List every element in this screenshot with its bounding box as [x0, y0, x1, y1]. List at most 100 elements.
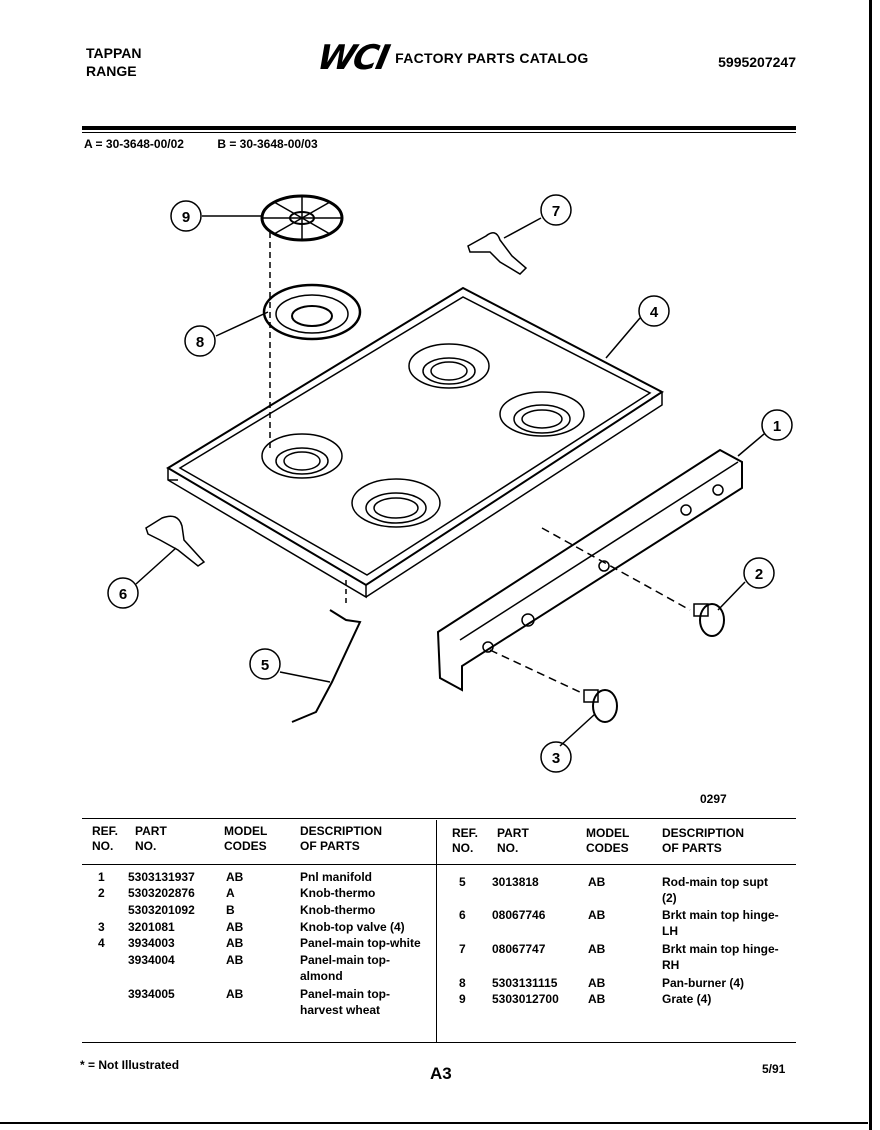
- brand-line-2: RANGE: [86, 63, 137, 79]
- callout-2-label: 2: [755, 566, 763, 583]
- left-row-7-code: AB: [226, 987, 244, 1001]
- hinge-bracket-rh: [467, 232, 528, 275]
- knob-thermo: [541, 527, 725, 637]
- right-row-2-desc-cont: LH: [662, 924, 678, 938]
- right-row-5-ref: 9: [459, 992, 466, 1006]
- left-row-3-part: 5303201092: [128, 903, 195, 917]
- table-top-rule: [82, 818, 796, 819]
- header-rule-thick: [82, 126, 796, 130]
- left-row-6-desc-cont: almond: [300, 969, 343, 983]
- right-row-1-desc: Rod-main top supt: [662, 875, 768, 889]
- left-row-2-desc: Knob-thermo: [300, 886, 376, 900]
- header-ref-no-left: REF.NO.: [92, 824, 119, 853]
- left-row-7-desc: Panel-main top-: [300, 987, 391, 1001]
- right-row-2-desc: Brkt main top hinge-: [662, 908, 779, 922]
- right-row-1-part: 3013818: [492, 875, 539, 889]
- left-row-1-ref: 1: [98, 870, 105, 884]
- page-border-right: [869, 0, 872, 1130]
- callout-4-label: 4: [650, 304, 659, 321]
- right-row-5-code: AB: [588, 992, 606, 1006]
- callout-7-label: 7: [552, 203, 560, 220]
- right-row-5-desc: Grate (4): [662, 992, 712, 1006]
- leader-lines: [135, 215, 765, 747]
- right-row-5-part: 5303012700: [492, 992, 559, 1006]
- right-row-4-desc: Pan-burner (4): [662, 976, 745, 990]
- right-row-4-ref: 8: [459, 976, 466, 990]
- right-row-2-ref: 6: [459, 908, 466, 922]
- diagram-code: 0297: [700, 792, 727, 806]
- burner-opening-back-right: [408, 343, 490, 389]
- right-row-3-desc: Brkt main top hinge-: [662, 942, 779, 956]
- page-number: A3: [430, 1064, 452, 1083]
- left-row-4-desc: Knob-top valve (4): [300, 920, 405, 934]
- table-bottom-rule: [82, 1042, 796, 1043]
- left-row-5-code: AB: [226, 936, 244, 950]
- left-row-4-code: AB: [226, 920, 244, 934]
- left-row-2-ref: 2: [98, 886, 105, 900]
- left-row-7-desc-cont: harvest wheat: [300, 1003, 381, 1017]
- left-row-5-desc: Panel-main top-white: [300, 936, 421, 950]
- callout-7: 7: [540, 194, 572, 226]
- right-row-2-code: AB: [588, 908, 606, 922]
- left-row-6-desc: Panel-main top-: [300, 953, 391, 967]
- callout-1-label: 1: [773, 418, 781, 435]
- main-top-panel: [166, 286, 664, 599]
- header-ref-no-right: REF.NO.: [452, 826, 479, 855]
- right-row-3-code: AB: [588, 942, 606, 956]
- callout-9-label: 9: [182, 209, 190, 226]
- callout-8: 8: [184, 325, 216, 357]
- callout-8-label: 8: [196, 334, 204, 351]
- header-rule-thin: [82, 132, 796, 133]
- knob-top-valve: [489, 649, 618, 723]
- catalog-number: 5995207247: [718, 54, 796, 70]
- table-divider: [436, 820, 437, 1042]
- callout-3-label: 3: [552, 750, 560, 767]
- callout-6-label: 6: [119, 586, 127, 603]
- callout-3: 3: [540, 741, 572, 773]
- burner-opening-front-left: [351, 478, 441, 528]
- left-row-7-part: 3934005: [128, 987, 175, 1001]
- left-row-5-ref: 4: [98, 936, 105, 950]
- left-row-2-part: 5303202876: [128, 886, 195, 900]
- left-row-1-code: AB: [226, 870, 244, 884]
- callout-1: 1: [761, 409, 793, 441]
- left-row-3-desc: Knob-thermo: [300, 903, 376, 917]
- left-row-4-part: 3201081: [128, 920, 175, 934]
- callout-4: 4: [638, 295, 670, 327]
- left-row-2-code: A: [226, 886, 235, 900]
- right-row-4-part: 5303131115: [492, 976, 558, 990]
- left-row-6-part: 3934004: [128, 953, 175, 967]
- callout-9: 9: [170, 200, 202, 232]
- catalog-title: FACTORY PARTS CATALOG: [395, 50, 589, 66]
- not-illustrated-note: * = Not Illustrated: [80, 1058, 180, 1072]
- grate: [260, 194, 344, 242]
- model-b: B = 30-3648-00/03: [217, 137, 318, 151]
- brand-block: TAPPAN RANGE: [86, 44, 141, 80]
- right-row-2-part: 08067746: [492, 908, 546, 922]
- left-row-3-code: B: [226, 903, 235, 917]
- left-row-5-part: 3934003: [128, 936, 175, 950]
- manifold-panel: [436, 448, 743, 692]
- right-row-4-code: AB: [588, 976, 606, 990]
- hinge-bracket-lh: [145, 515, 206, 567]
- callout-6: 6: [107, 577, 139, 609]
- callout-5: 5: [249, 648, 281, 680]
- right-row-1-desc-cont: (2): [662, 891, 677, 905]
- callout-2: 2: [743, 557, 775, 589]
- right-row-3-part: 08067747: [492, 942, 546, 956]
- revision-date: 5/91: [762, 1062, 786, 1076]
- left-row-1-desc: Pnl manifold: [300, 870, 372, 884]
- callout-5-label: 5: [261, 657, 269, 674]
- page-border-bottom: [0, 1122, 868, 1124]
- burner-pan: [262, 283, 362, 341]
- model-a: A = 30-3648-00/02: [84, 137, 184, 151]
- left-row-1-part: 5303131937: [128, 870, 195, 884]
- brand-line-1: TAPPAN: [86, 45, 142, 61]
- right-row-3-ref: 7: [459, 942, 466, 956]
- left-row-4-ref: 3: [98, 920, 105, 934]
